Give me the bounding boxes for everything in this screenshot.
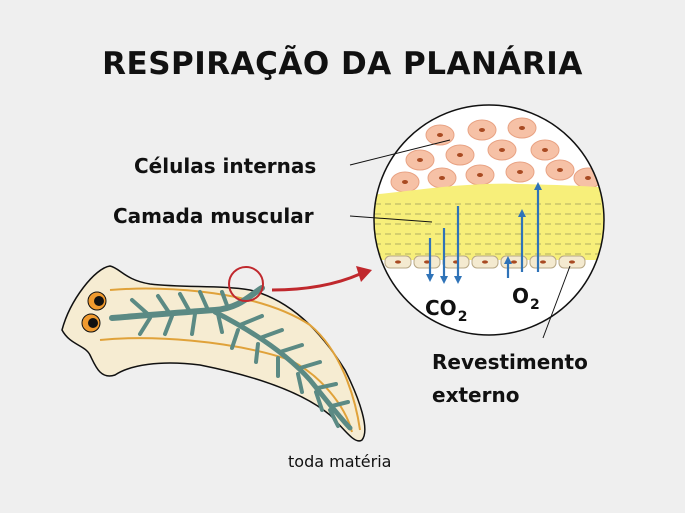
nerve-cord-upper: [109, 287, 361, 431]
label-outer-lining-line1: Revestimento: [432, 350, 588, 374]
zoom-circle: [373, 104, 605, 336]
page-title: RESPIRAÇÃO DA PLANÁRIA: [102, 46, 583, 82]
o2-subscript: 2: [530, 297, 540, 313]
o2-arrow: [504, 182, 542, 278]
leader-internal-cells: [349, 139, 451, 166]
focus-circle: [228, 266, 264, 302]
brand-logo-text: toda matéria: [288, 452, 392, 471]
label-internal-cells: Células internas: [134, 154, 317, 178]
muscle-layer: [374, 183, 604, 260]
label-co2: CO2: [425, 296, 467, 325]
pointer-arrow: [271, 272, 361, 292]
label-muscle-layer: Camada muscular: [113, 204, 314, 228]
label-outer-lining-line2: externo: [432, 383, 520, 407]
co2-arrow: [426, 206, 462, 284]
eyes: [81, 291, 107, 333]
o2-base: O: [512, 284, 530, 308]
planarian-body: [61, 265, 366, 442]
co2-subscript: 2: [457, 309, 468, 325]
internal-cells-layer: [390, 117, 603, 193]
label-outer-lining: Revestimento externo: [432, 346, 588, 412]
gut: [109, 285, 353, 431]
leader-outer-lining: [542, 265, 571, 339]
leader-muscle-layer: [349, 215, 433, 223]
label-o2: O2: [512, 284, 540, 313]
planarian-illustration: [61, 265, 366, 442]
co2-base: CO: [425, 296, 457, 320]
